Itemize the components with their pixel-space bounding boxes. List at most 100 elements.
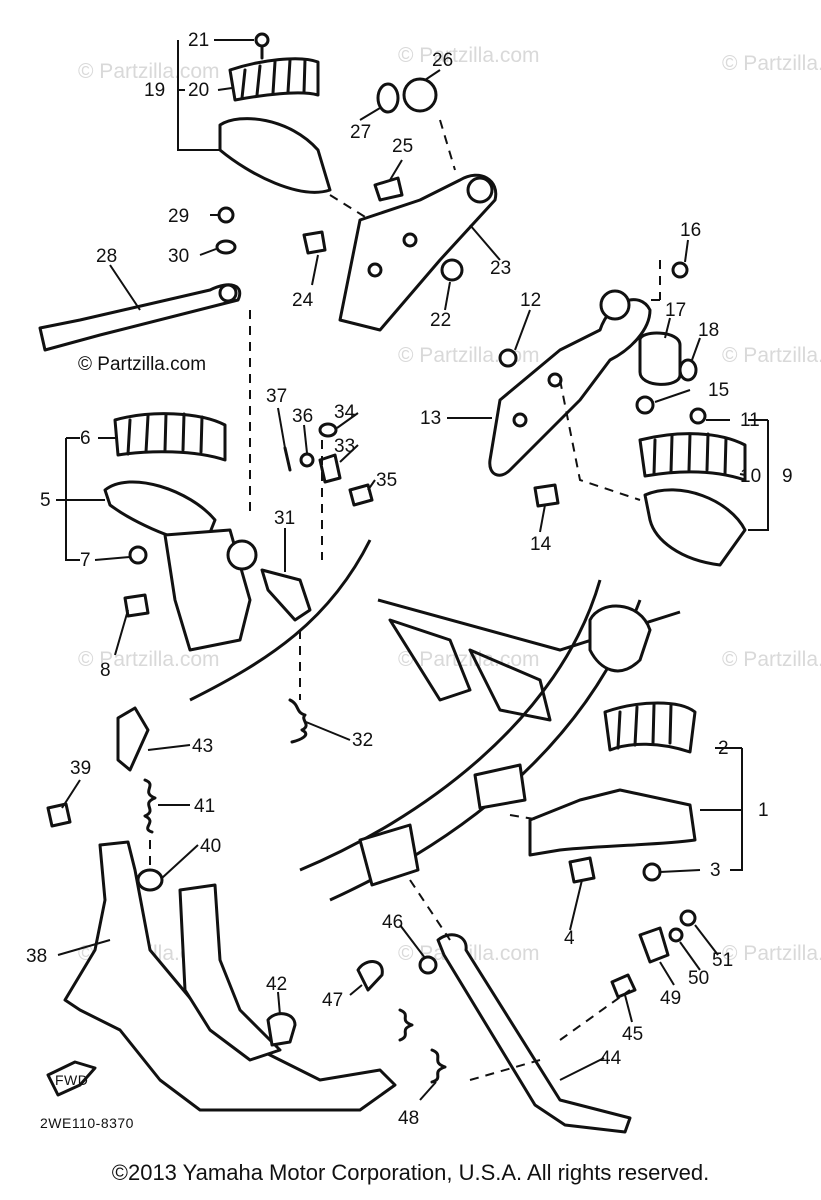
collar-18 bbox=[678, 358, 698, 382]
callout-11: 11 bbox=[740, 410, 760, 431]
leader-lines bbox=[56, 39, 769, 1101]
screw-51 bbox=[679, 909, 697, 927]
callout-3: 3 bbox=[710, 860, 721, 881]
fwd-label: FWD bbox=[55, 1072, 88, 1088]
cotter-3 bbox=[642, 862, 662, 882]
frame-brackets bbox=[388, 618, 552, 722]
bolt-11 bbox=[689, 407, 707, 425]
callout-48: 48 bbox=[398, 1108, 419, 1129]
callout-13: 13 bbox=[420, 408, 441, 429]
callout-19: 19 bbox=[144, 80, 165, 101]
callout-16: 16 bbox=[680, 220, 701, 241]
callout-10: 10 bbox=[740, 466, 761, 487]
callout-28: 28 bbox=[96, 246, 117, 267]
callout-20: 20 bbox=[188, 80, 209, 101]
bolt-4 bbox=[568, 856, 596, 884]
spring-32 bbox=[288, 698, 308, 744]
rear-footrest-right bbox=[635, 395, 747, 567]
callout-21: 21 bbox=[188, 30, 209, 51]
callout-40: 40 bbox=[200, 836, 221, 857]
cotter-7 bbox=[128, 545, 148, 565]
watermark: © Partzilla.com bbox=[78, 60, 220, 83]
cap-34 bbox=[318, 422, 338, 438]
callout-45: 45 bbox=[622, 1024, 643, 1045]
callout-31: 31 bbox=[274, 508, 295, 529]
watermark: © Partzilla.com bbox=[722, 52, 821, 75]
callout-50: 50 bbox=[688, 968, 709, 989]
joint-33 bbox=[318, 453, 342, 484]
fwd-arrow bbox=[46, 1060, 97, 1097]
callout-14: 14 bbox=[530, 534, 552, 555]
rear-footrest-left bbox=[218, 32, 332, 194]
bolt-15 bbox=[635, 395, 655, 415]
cap-42 bbox=[266, 1012, 297, 1047]
callout-7: 7 bbox=[80, 550, 91, 571]
callout-9: 9 bbox=[782, 466, 793, 487]
stand-38 bbox=[63, 840, 397, 1112]
bolt-21 bbox=[254, 32, 270, 48]
callout-27: 27 bbox=[350, 122, 371, 143]
callout-36: 36 bbox=[292, 406, 313, 427]
callout-51: 51 bbox=[712, 950, 733, 971]
callout-47: 47 bbox=[322, 990, 343, 1011]
assembly-lines bbox=[149, 119, 661, 1081]
bolt-8 bbox=[123, 593, 150, 618]
bush-26 bbox=[402, 77, 438, 113]
callout-2: 2 bbox=[718, 738, 729, 759]
callout-17: 17 bbox=[665, 300, 686, 321]
pin-37 bbox=[283, 446, 292, 472]
bolt-35 bbox=[348, 483, 374, 507]
bracket-47 bbox=[356, 960, 384, 992]
front-footrest-left bbox=[103, 412, 258, 652]
callout-46: 46 bbox=[382, 912, 403, 933]
footrest-1 bbox=[528, 788, 697, 857]
footrest-rubber-6 bbox=[113, 412, 227, 462]
washer-50 bbox=[668, 927, 684, 943]
collar-27 bbox=[376, 82, 400, 114]
callout-22: 22 bbox=[430, 310, 451, 331]
watermark-dark: © Partzilla.com bbox=[78, 354, 206, 375]
center-stand: FWD bbox=[46, 706, 397, 1112]
bolt-24 bbox=[302, 230, 327, 255]
callout-33: 33 bbox=[334, 436, 355, 457]
bolt-29 bbox=[217, 206, 235, 224]
linkage bbox=[260, 422, 374, 744]
callout-12: 12 bbox=[520, 290, 541, 311]
callout-15: 15 bbox=[708, 380, 729, 401]
pedal-28 bbox=[38, 206, 242, 352]
bolt-14 bbox=[533, 483, 560, 508]
bolt-16 bbox=[671, 261, 689, 279]
bush-17 bbox=[638, 331, 682, 386]
callout-8: 8 bbox=[100, 660, 111, 681]
spring-48 bbox=[430, 1048, 447, 1084]
callout-25: 25 bbox=[392, 136, 413, 157]
callout-42: 42 bbox=[266, 974, 287, 995]
parts-diagram: © Partzilla.com © Partzilla.com © Partzi… bbox=[26, 30, 821, 1134]
copyright-notice: ©2013 Yamaha Motor Corporation, U.S.A. A… bbox=[111, 1160, 710, 1185]
callout-38: 38 bbox=[26, 946, 47, 967]
frame-tubes bbox=[189, 539, 681, 902]
callout-1: 1 bbox=[758, 800, 769, 821]
footrest-rear-left bbox=[218, 117, 332, 194]
watermark: © Partzilla.com bbox=[722, 648, 821, 671]
bracket-23 bbox=[338, 173, 498, 332]
collar-40 bbox=[136, 868, 164, 892]
footrest-9 bbox=[643, 488, 747, 567]
watermark: © Partzilla.com bbox=[78, 648, 220, 671]
bracket-13 bbox=[488, 298, 652, 477]
frame-mid-bracket bbox=[473, 763, 527, 810]
callout-32: 32 bbox=[352, 730, 373, 751]
callout-6: 6 bbox=[80, 428, 91, 449]
callouts: 1 2 3 4 5 6 7 8 9 10 11 12 13 14 15 16 1… bbox=[26, 30, 793, 1129]
shaft-31 bbox=[260, 568, 312, 622]
callout-29: 29 bbox=[168, 206, 189, 227]
watermark: © Partzilla.com bbox=[722, 344, 821, 367]
plate-43 bbox=[116, 706, 150, 772]
washer-36 bbox=[299, 452, 315, 468]
callout-5: 5 bbox=[40, 490, 51, 511]
frame-lower-bracket bbox=[358, 823, 420, 887]
watermark: © Partzilla.com bbox=[398, 344, 540, 367]
footrest-rubber-2 bbox=[603, 701, 697, 754]
spring-41 bbox=[143, 778, 157, 834]
front-footrest-right bbox=[528, 701, 697, 884]
